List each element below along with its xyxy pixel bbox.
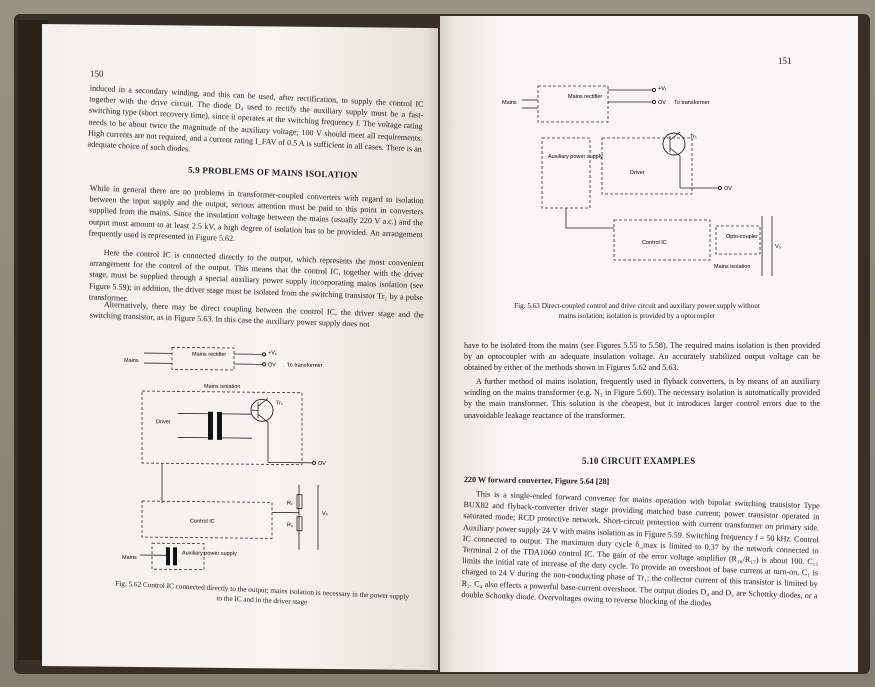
label: To transformer <box>287 363 323 369</box>
page-number: 150 <box>90 68 104 79</box>
label: Driver <box>156 419 171 425</box>
label: +V₁ <box>268 350 277 356</box>
subheading: 220 W forward converter, Figure 5.64 [28… <box>463 474 610 487</box>
paragraph: induced in a secondary winding, and this… <box>87 83 424 154</box>
paragraph: This is a single-ended forward converter… <box>461 489 820 608</box>
label: OV <box>318 461 326 467</box>
label: OV <box>724 186 732 192</box>
figure-caption: Fig. 5.62 Control IC connected directly … <box>115 579 410 606</box>
section-heading: 5.10 CIRCUIT EXAMPLES <box>582 456 696 466</box>
label: R₁ <box>287 501 293 507</box>
label: Control IC <box>190 519 215 525</box>
label: Mains rectifier <box>568 94 602 100</box>
label: Opto-coupler <box>726 234 758 240</box>
right-page: 151 Mains Mains rectifier +V₁ OV To tran… <box>440 16 858 672</box>
paragraph: have to be isolated from the mains (see … <box>464 341 820 373</box>
label: OV <box>268 362 276 368</box>
label: Mains <box>502 100 517 106</box>
section-heading: 5.9 PROBLEMS OF MAINS ISOLATION <box>187 164 358 181</box>
label: V₀ <box>775 244 781 250</box>
label: OV <box>658 100 666 106</box>
figure-5-62-diagram: Mains rectifier Mains +V₁ OV To transfor… <box>122 346 328 571</box>
label: Control IC <box>642 240 667 246</box>
label: Mains isolation <box>714 264 750 270</box>
figure-caption: Fig. 5.63 Direct-coupled control and dri… <box>514 302 760 320</box>
label: Mains <box>124 358 139 364</box>
label: R₂ <box>287 523 293 529</box>
label: Auxiliary power supply <box>548 154 603 160</box>
label: Driver <box>630 170 645 176</box>
left-page: 150 induced in a secondary winding, and … <box>42 24 438 671</box>
label: Tr₁ <box>276 400 283 406</box>
label: +V₁ <box>658 86 667 92</box>
figure-5-63-diagram: Mains Mains rectifier +V₁ OV To transfor… <box>502 85 781 276</box>
label: Mains <box>122 555 137 561</box>
paragraph: While in general there are no problems i… <box>88 183 424 243</box>
label: To transformer <box>674 100 710 106</box>
label: Mains rectifier <box>192 352 226 358</box>
label: Auxiliary power supply <box>182 550 237 557</box>
label: V₀ <box>322 511 328 517</box>
label: Mains isolation <box>204 384 240 390</box>
paragraph: A further method of mains isolation, fre… <box>464 377 820 420</box>
label: Tr₁ <box>690 134 697 140</box>
page-number: 151 <box>778 56 792 66</box>
